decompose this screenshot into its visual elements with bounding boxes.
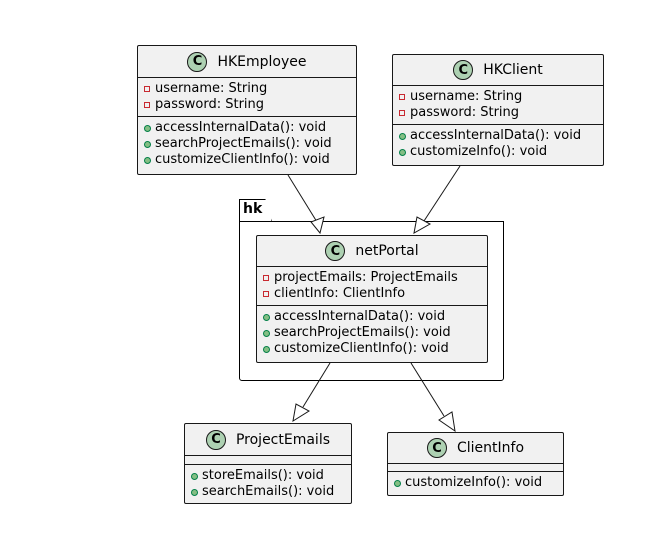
- public-icon: [144, 156, 151, 164]
- methods: accessInternalData(): void searchProject…: [138, 117, 356, 171]
- class-header: C ProjectEmails: [185, 424, 351, 456]
- method-text: accessInternalData(): void: [155, 120, 327, 135]
- public-icon: [263, 345, 270, 353]
- attributes: username: String password: String: [393, 86, 603, 125]
- private-icon: [144, 86, 150, 92]
- private-icon: [263, 291, 269, 297]
- private-icon: [399, 94, 405, 100]
- attribute-text: password: String: [410, 105, 520, 120]
- inheritance-arrowhead: [438, 411, 456, 433]
- method-text: customizeClientInfo(): void: [274, 341, 449, 356]
- inheritance-arrowhead: [292, 403, 310, 423]
- attribute: username: String: [399, 89, 597, 105]
- method: customizeClientInfo(): void: [144, 152, 350, 168]
- attribute: clientInfo: ClientInfo: [263, 286, 481, 302]
- method: customizeInfo(): void: [394, 475, 557, 491]
- relation-netportal-clientinfo: [410, 362, 445, 417]
- class-header: C HKClient: [393, 55, 603, 86]
- class-icon: C: [453, 60, 474, 80]
- class-hkclient[interactable]: C HKClient username: String password: Str…: [392, 54, 604, 166]
- method: accessInternalData(): void: [144, 120, 350, 136]
- class-projectemails[interactable]: C ProjectEmails storeEmails(): void searc…: [184, 423, 352, 504]
- method-text: accessInternalData(): void: [410, 128, 582, 143]
- attribute-text: password: String: [155, 97, 265, 112]
- private-icon: [263, 275, 269, 281]
- class-icon: C: [325, 241, 346, 261]
- attributes: [388, 464, 563, 472]
- attributes: username: String password: String: [138, 78, 356, 117]
- method: searchProjectEmails(): void: [144, 136, 350, 152]
- public-icon: [144, 124, 151, 132]
- method-text: customizeClientInfo(): void: [155, 152, 330, 167]
- class-name: ProjectEmails: [235, 431, 331, 448]
- method: searchProjectEmails(): void: [263, 325, 481, 341]
- method-text: searchProjectEmails(): void: [274, 325, 451, 340]
- method: storeEmails(): void: [191, 468, 345, 484]
- package-name: hk: [243, 201, 263, 217]
- public-icon: [263, 329, 270, 337]
- attribute-text: username: String: [410, 89, 523, 104]
- method: accessInternalData(): void: [399, 128, 597, 144]
- public-icon: [191, 472, 198, 480]
- attributes: projectEmails: ProjectEmails clientInfo:…: [257, 267, 487, 306]
- method-text: customizeInfo(): void: [410, 144, 548, 159]
- methods: customizeInfo(): void: [388, 472, 563, 494]
- relation-hkclient-netportal: [423, 165, 461, 222]
- inheritance-arrowhead: [413, 216, 432, 234]
- method-text: searchEmails(): void: [202, 484, 335, 499]
- class-name: netPortal: [355, 243, 419, 259]
- attribute-text: clientInfo: ClientInfo: [274, 286, 406, 301]
- public-icon: [399, 132, 406, 140]
- class-icon: C: [187, 51, 208, 72]
- public-icon: [394, 479, 401, 487]
- attribute: password: String: [144, 97, 350, 113]
- methods: accessInternalData(): void customizeInfo…: [393, 125, 603, 163]
- class-name: ClientInfo: [456, 440, 525, 456]
- attribute: projectEmails: ProjectEmails: [263, 270, 481, 286]
- method: customizeClientInfo(): void: [263, 341, 481, 357]
- public-icon: [263, 313, 270, 321]
- method: customizeInfo(): void: [399, 144, 597, 160]
- public-icon: [144, 140, 151, 148]
- public-icon: [399, 148, 406, 156]
- method: accessInternalData(): void: [263, 309, 481, 325]
- attribute: username: String: [144, 81, 350, 97]
- attributes: [185, 456, 351, 465]
- relation-netportal-projectemails: [302, 362, 331, 408]
- class-header: C HKEmployee: [138, 46, 356, 78]
- methods: accessInternalData(): void searchProject…: [257, 306, 487, 360]
- public-icon: [191, 488, 198, 496]
- method-text: storeEmails(): void: [202, 468, 324, 483]
- attribute-text: projectEmails: ProjectEmails: [274, 270, 458, 285]
- inheritance-arrowhead: [310, 216, 325, 235]
- class-hkemployee[interactable]: C HKEmployee username: String password: S…: [137, 45, 357, 175]
- attribute-text: username: String: [155, 81, 268, 96]
- package-hk: [239, 221, 504, 381]
- method-text: searchProjectEmails(): void: [155, 136, 332, 151]
- class-clientinfo[interactable]: C ClientInfo customizeInfo(): void: [387, 432, 564, 496]
- methods: storeEmails(): void searchEmails(): void: [185, 465, 351, 503]
- method-text: customizeInfo(): void: [405, 475, 543, 490]
- class-name: HKEmployee: [217, 53, 307, 70]
- class-name: HKClient: [483, 62, 543, 78]
- relation-hkemployee-netportal: [287, 174, 318, 223]
- private-icon: [399, 110, 405, 116]
- class-icon: C: [426, 438, 447, 458]
- method-text: accessInternalData(): void: [274, 309, 446, 324]
- attribute: password: String: [399, 105, 597, 121]
- class-icon: C: [205, 429, 226, 450]
- method: searchEmails(): void: [191, 484, 345, 500]
- class-header: C ClientInfo: [388, 433, 563, 464]
- private-icon: [144, 102, 150, 108]
